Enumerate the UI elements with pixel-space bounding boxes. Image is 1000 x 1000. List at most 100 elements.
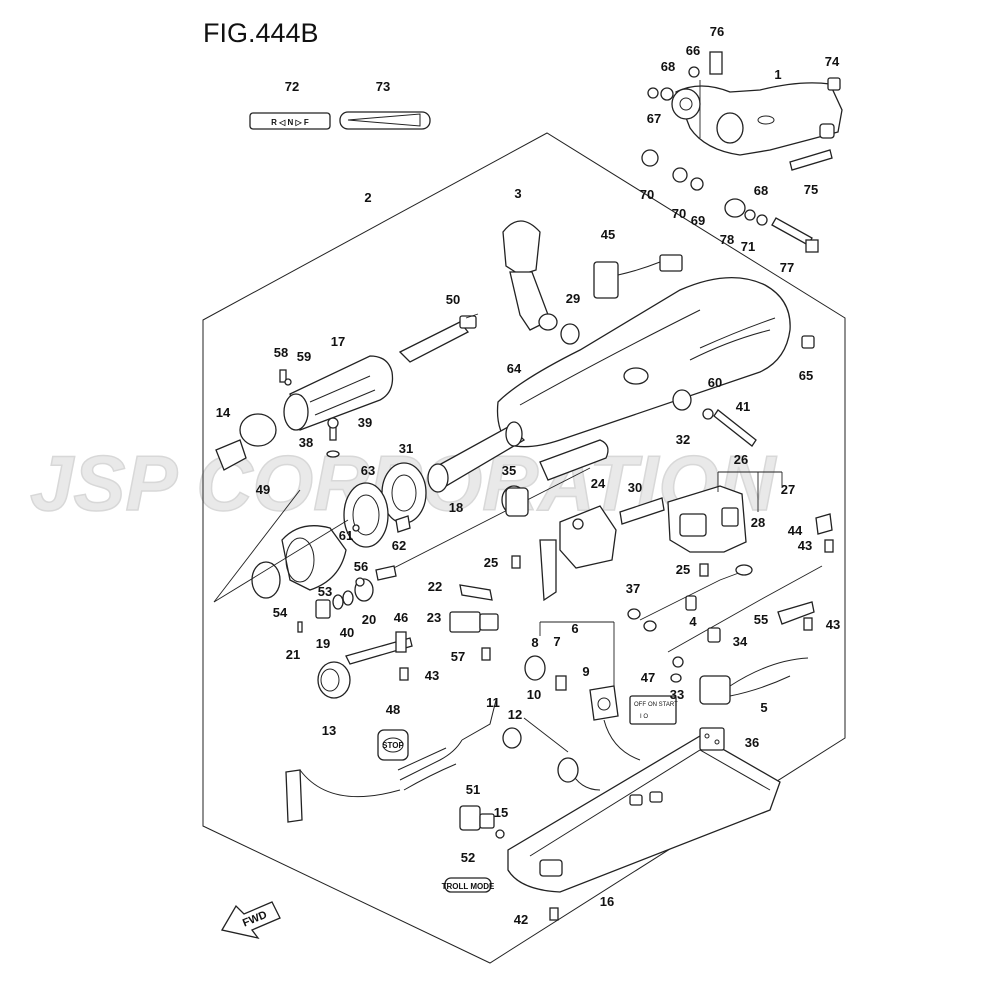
bracket-part-55 [777, 601, 815, 625]
decal-47-right: ON START [648, 702, 678, 708]
knob-part-13 [317, 661, 351, 699]
plate-part-36 [699, 727, 725, 751]
callout-63: 63 [361, 463, 375, 478]
decal-47: OFF ON START I O [629, 695, 678, 725]
shift-mechanism-part-26 [667, 471, 783, 553]
callout-18: 18 [449, 500, 463, 515]
lower-cover-part-16 [507, 735, 781, 893]
callout-37: 37 [626, 581, 640, 596]
callout-55: 55 [754, 612, 768, 627]
callout-12: 12 [508, 707, 522, 722]
callout-27: 27 [781, 482, 795, 497]
callout-60: 60 [708, 375, 722, 390]
decal-48-text: STOP [382, 741, 404, 750]
callout-32: 32 [676, 432, 690, 447]
decal-72-text: R ◁ N ▷ F [271, 118, 309, 127]
shaft-part-50 [398, 313, 479, 363]
link-part-22 [459, 584, 493, 601]
callout-42: 42 [514, 912, 528, 927]
callout-10: 10 [527, 687, 541, 702]
callout-1: 1 [774, 67, 781, 82]
callout-77: 77 [780, 260, 794, 275]
callout-25: 25 [484, 555, 498, 570]
callout-72: 72 [285, 79, 299, 94]
decal-52: TROLL MODE [442, 877, 495, 893]
callout-45: 45 [601, 227, 615, 242]
bracket-hardware [641, 51, 841, 253]
callout-71: 71 [741, 239, 755, 254]
callout-23: 23 [427, 610, 441, 625]
small-parts-left [297, 515, 411, 633]
decal-47-left: OFF [634, 702, 646, 708]
callout-66: 66 [686, 43, 700, 58]
callout-30: 30 [628, 480, 642, 495]
callout-34: 34 [733, 634, 748, 649]
callout-19: 19 [316, 636, 330, 651]
end-cap-part-54 [251, 561, 281, 599]
callout-14: 14 [216, 405, 231, 420]
callout-73: 73 [376, 79, 390, 94]
callout-29: 29 [566, 291, 580, 306]
callout-2: 2 [364, 190, 371, 205]
switch-assembly-part-6 [524, 621, 641, 761]
decal-52-text: TROLL MODE [442, 882, 495, 891]
callout-75: 75 [804, 182, 818, 197]
callout-43: 43 [798, 538, 812, 553]
fwd-arrow: FWD [220, 901, 281, 940]
callout-15: 15 [494, 805, 508, 820]
callout-38: 38 [299, 435, 313, 450]
figure-title: FIG.444B [203, 18, 319, 48]
callout-51: 51 [466, 782, 480, 797]
lanyard-part-11 [285, 699, 522, 823]
callout-56: 56 [354, 559, 368, 574]
part-35 [501, 485, 529, 517]
callout-49: 49 [256, 482, 270, 497]
callout-54: 54 [273, 605, 288, 620]
throttle-tube [427, 421, 609, 493]
callout-36: 36 [745, 735, 759, 750]
callout-65: 65 [799, 368, 813, 383]
callout-22: 22 [428, 579, 442, 594]
callout-46: 46 [394, 610, 408, 625]
callout-47: 47 [641, 670, 655, 685]
callout-24: 24 [591, 476, 606, 491]
callout-33: 33 [670, 687, 684, 702]
callout-43: 43 [425, 668, 439, 683]
decal-73 [339, 111, 431, 130]
callout-26: 26 [734, 452, 748, 467]
switch-part-51 [459, 805, 505, 839]
callout-31: 31 [399, 441, 413, 456]
bracket-part-1 [671, 80, 843, 156]
callout-68: 68 [661, 59, 675, 74]
callout-35: 35 [502, 463, 516, 478]
callout-64: 64 [507, 361, 522, 376]
stop-switch-part-48: STOP [377, 729, 409, 761]
callout-28: 28 [751, 515, 765, 530]
decal-47-symbols: I O [640, 714, 648, 720]
cover-part-53 [281, 525, 347, 591]
bracket-part-23 [449, 611, 499, 633]
callout-57: 57 [451, 649, 465, 664]
callout-6: 6 [571, 621, 578, 636]
plate-part-30 [619, 497, 665, 525]
switch-part-45 [593, 254, 683, 299]
callout-68: 68 [754, 183, 768, 198]
grip-end-part-14 [215, 413, 277, 471]
screw-38-39 [326, 417, 340, 458]
throttle-grip-part-17 [283, 355, 394, 431]
callout-21: 21 [286, 647, 300, 662]
callout-7: 7 [553, 634, 560, 649]
callout-48: 48 [386, 702, 400, 717]
callout-53: 53 [318, 584, 332, 599]
rod-part-18 [375, 467, 591, 581]
callout-17: 17 [331, 334, 345, 349]
callout-52: 52 [461, 850, 475, 865]
callout-58: 58 [274, 345, 288, 360]
callout-44: 44 [788, 523, 803, 538]
wire-lead [523, 717, 601, 791]
cable-part-34 [667, 565, 823, 668]
callout-70: 70 [672, 206, 686, 221]
callout-41: 41 [736, 399, 750, 414]
